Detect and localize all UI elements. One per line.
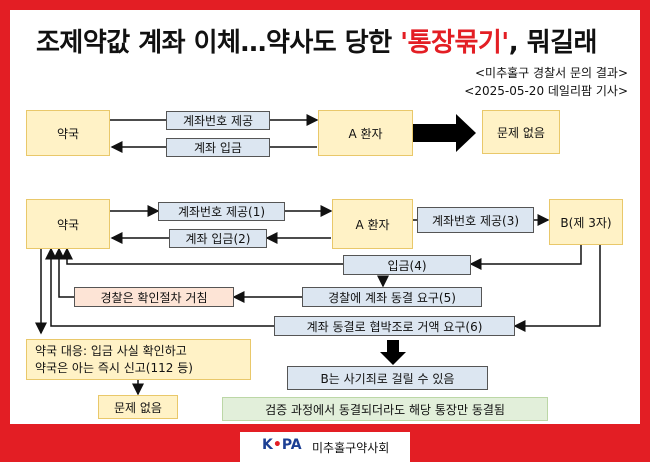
police-check-box: 경찰은 확인절차 거침	[74, 287, 234, 307]
big-arrow-down	[380, 340, 406, 365]
normal-step-deposit: 계좌 입금	[166, 138, 270, 157]
fraud-step2: 계좌 입금(2)	[169, 229, 267, 248]
source-line-2: <2025-05-20 데일리팜 기사>	[464, 84, 628, 98]
logo-pa: PA	[281, 437, 302, 453]
fraud-step6: 계좌 동결로 협박조로 거액 요구(6)	[274, 316, 515, 336]
title-main: 조제약값 계좌 이체…약사도 당한	[36, 28, 401, 58]
arrow-step4-b	[61, 247, 343, 265]
footer-logo-panel	[240, 432, 410, 462]
kpa-logo: K•PA	[262, 437, 302, 453]
fraud-step3: 계좌번호 제공(3)	[417, 207, 534, 233]
normal-patient-box: A 환자	[318, 110, 413, 156]
arrow-step6-a	[513, 245, 601, 332]
arrow-police-to-pharmacy	[53, 247, 74, 298]
arrow-step6-b	[45, 247, 274, 327]
source-line-1: <미추홀구 경찰서 문의 결과>	[475, 66, 628, 80]
fraud-pharmacy-box: 약국	[26, 199, 110, 249]
third-party-box: B(제 3자)	[549, 199, 623, 245]
title-tail: , 뭐길래	[508, 28, 598, 58]
logo-dot: •	[272, 437, 282, 453]
fraud-patient-box: A 환자	[332, 199, 413, 249]
normal-step-account: 계좌번호 제공	[166, 111, 270, 130]
verification-note-box: 검증 과정에서 동결되더라도 해당 통장만 동결됨	[222, 397, 548, 421]
normal-result-box: 문제 없음	[482, 110, 560, 154]
fraud-result-box: 문제 없음	[98, 395, 178, 419]
logo-k: K	[262, 437, 273, 453]
fraud-step1: 계좌번호 제공(1)	[158, 202, 285, 221]
normal-pharmacy-box: 약국	[26, 110, 110, 156]
big-arrow-normal	[413, 114, 476, 152]
pharmacy-response-box: 약국 대응: 입금 사실 확인하고 약국은 아는 즉시 신고(112 등)	[26, 339, 251, 380]
page-title: 조제약값 계좌 이체…약사도 당한 '통장묶기', 뭐길래	[36, 22, 597, 59]
fraud-step5: 경찰에 계좌 동결 요구(5)	[302, 287, 482, 307]
arrow-step4-a	[469, 245, 582, 270]
org-name: 미추홀구약사회	[312, 441, 390, 455]
title-accent: '통장묶기'	[400, 28, 509, 58]
pharmacy-response-line1: 약국 대응: 입금 사실 확인하고	[35, 343, 187, 358]
b-fraud-box: B는 사기죄로 걸릴 수 있음	[287, 366, 488, 390]
fraud-step4: 입금(4)	[343, 255, 471, 275]
pharmacy-response-line2: 약국은 아는 즉시 신고(112 등)	[35, 360, 193, 375]
